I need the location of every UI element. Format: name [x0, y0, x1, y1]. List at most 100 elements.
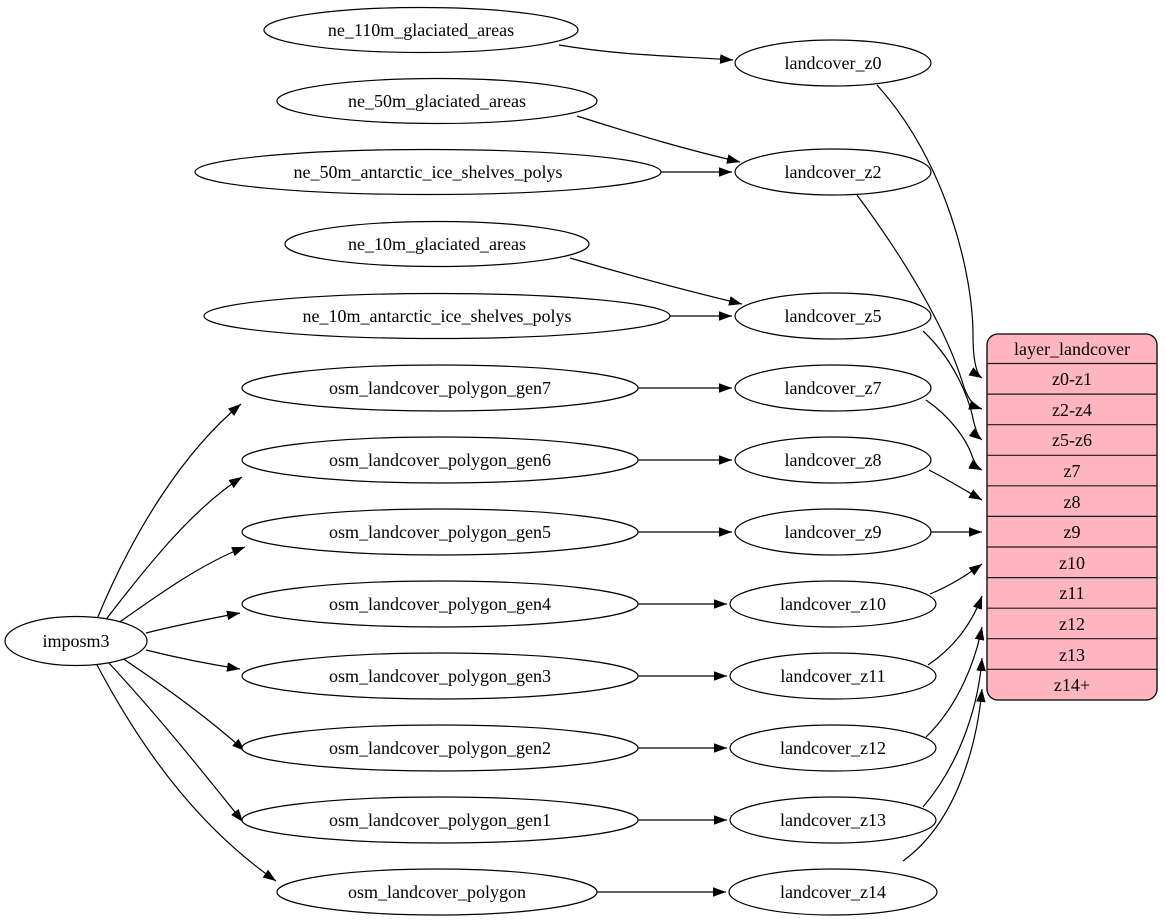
node-landcover-z8: landcover_z8 [734, 436, 932, 484]
node-label: ne_10m_glaciated_areas [348, 234, 526, 254]
node-ne-50m-glaciated-areas: ne_50m_glaciated_areas [276, 77, 598, 125]
node-label: landcover_z12 [780, 738, 886, 758]
node-label: osm_landcover_polygon_gen6 [329, 450, 551, 470]
node-label: landcover_z11 [780, 666, 885, 686]
node-label: landcover_z7 [785, 378, 882, 398]
edge-z7-to-row-z7 [925, 399, 983, 471]
node-label: landcover_z9 [785, 522, 882, 542]
node-shape [241, 652, 639, 700]
node-osm-landcover-polygon-gen5: osm_landcover_polygon_gen5 [241, 508, 639, 556]
node-landcover-z11: landcover_z11 [729, 652, 937, 700]
table-row-z2-z4: z2-z4 [1052, 400, 1092, 420]
table-title: layer_landcover [1014, 339, 1130, 359]
node-shape [241, 796, 639, 844]
edge-z11-to-row-z11 [927, 595, 983, 666]
table-row-z13: z13 [1059, 645, 1085, 665]
node-landcover-z5: landcover_z5 [734, 292, 932, 340]
node-label: osm_landcover_polygon_gen5 [329, 522, 551, 542]
node-landcover-z2: landcover_z2 [734, 148, 932, 196]
edge-z2-to-row-z2-z4 [856, 194, 983, 410]
node-label: landcover_z2 [785, 162, 882, 182]
edge-z13-to-row-z13 [922, 657, 986, 808]
edge-z8-to-row-z8 [928, 469, 983, 501]
edge-imposm3-to-gen7 [96, 403, 242, 620]
node-shape [734, 436, 932, 484]
table-row-z10: z10 [1059, 553, 1085, 573]
node-landcover-z0: landcover_z0 [734, 39, 932, 87]
node-osm-landcover-polygon-gen1: osm_landcover_polygon_gen1 [241, 796, 639, 844]
node-ne-110m-glaciated-areas: ne_110m_glaciated_areas [263, 6, 579, 54]
node-imposm3-shape [4, 615, 148, 667]
node-landcover-z12: landcover_z12 [729, 724, 937, 772]
node-shape [241, 724, 639, 772]
edge-imposm3-to-gen4 [145, 610, 241, 634]
edge-z14-to-row-z14 [902, 688, 986, 862]
node-ne-10m-antarctic-ice-shelves-polys: ne_10m_antarctic_ice_shelves_polys [203, 292, 671, 340]
node-shape [729, 652, 937, 700]
table-row-z14: z14+ [1054, 675, 1090, 695]
node-osm-landcover-polygon-gen6: osm_landcover_polygon_gen6 [241, 436, 639, 484]
node-shape [734, 148, 932, 196]
edge-ne110m-to-z0 [558, 44, 734, 64]
edge-z10-to-row-z10 [929, 563, 983, 595]
node-shape [728, 868, 938, 916]
node-shape [276, 868, 598, 916]
node-shape [729, 580, 937, 628]
node-imposm3-label: imposm3 [42, 631, 109, 651]
table-row-z5-z6: z5-z6 [1052, 430, 1092, 450]
edge-z5-to-row-z5-z6 [922, 330, 983, 441]
node-label: osm_landcover_polygon_gen7 [329, 378, 551, 398]
table-row-z9: z9 [1064, 522, 1081, 542]
node-landcover-z14: landcover_z14 [728, 868, 938, 916]
node-shape [734, 508, 932, 556]
edge-imposm3-to-polygon [95, 662, 277, 882]
node-shape [241, 580, 639, 628]
edge-imposm3-to-gen3 [145, 649, 241, 672]
edge-imposm3-to-gen1 [107, 661, 244, 823]
edge-z12-to-row-z12 [925, 626, 985, 738]
table-layer-landcover: layer_landcover z0-z1 z2-z4 z5-z6 z7 z8 … [986, 333, 1158, 701]
node-osm-landcover-polygon-gen2: osm_landcover_polygon_gen2 [241, 724, 639, 772]
node-shape [729, 796, 937, 844]
node-osm-landcover-polygon-gen4: osm_landcover_polygon_gen4 [241, 580, 639, 628]
node-landcover-z9: landcover_z9 [734, 508, 932, 556]
node-label: landcover_z14 [780, 882, 886, 902]
node-label: osm_landcover_polygon_gen3 [329, 666, 551, 686]
node-label: landcover_z8 [785, 450, 882, 470]
node-shape [276, 77, 598, 125]
node-label: landcover_z13 [780, 810, 886, 830]
node-label: ne_50m_glaciated_areas [348, 91, 526, 111]
node-label: osm_landcover_polygon_gen2 [329, 738, 551, 758]
node-shape [203, 292, 671, 340]
node-ne-10m-glaciated-areas: ne_10m_glaciated_areas [284, 220, 590, 268]
node-landcover-z7: landcover_z7 [734, 364, 932, 412]
node-label: landcover_z5 [785, 306, 882, 326]
edge-z0-to-row-z0-z1 [876, 84, 983, 379]
node-label: ne_110m_glaciated_areas [328, 20, 514, 40]
node-ne-50m-antarctic-ice-shelves-polys: ne_50m_antarctic_ice_shelves_polys [194, 148, 662, 196]
node-shape [194, 148, 662, 196]
node-label: ne_10m_antarctic_ice_shelves_polys [303, 306, 572, 326]
node-shape [734, 364, 932, 412]
table-row-z0-z1: z0-z1 [1052, 369, 1092, 389]
node-osm-landcover-polygon-gen3: osm_landcover_polygon_gen3 [241, 652, 639, 700]
node-label: osm_landcover_polygon_gen4 [329, 594, 551, 614]
edge-ne10m-glaciated-to-z5 [569, 257, 743, 306]
node-shape [241, 364, 639, 412]
node-label: ne_50m_antarctic_ice_shelves_polys [294, 162, 563, 182]
node-imposm3: imposm3 [4, 615, 148, 667]
node-label: osm_landcover_polygon_gen1 [329, 810, 551, 830]
node-osm-landcover-polygon-gen7: osm_landcover_polygon_gen7 [241, 364, 639, 412]
node-label: landcover_z10 [780, 594, 886, 614]
table-row-z8: z8 [1064, 492, 1081, 512]
node-shape [241, 436, 639, 484]
node-shape [734, 292, 932, 340]
node-landcover-z13: landcover_z13 [729, 796, 937, 844]
node-shape [729, 724, 937, 772]
node-shape [284, 220, 590, 268]
edge-ne50m-glaciated-to-z2 [576, 115, 741, 164]
edge-imposm3-to-gen2 [121, 657, 246, 752]
table-row-z7: z7 [1064, 461, 1081, 481]
